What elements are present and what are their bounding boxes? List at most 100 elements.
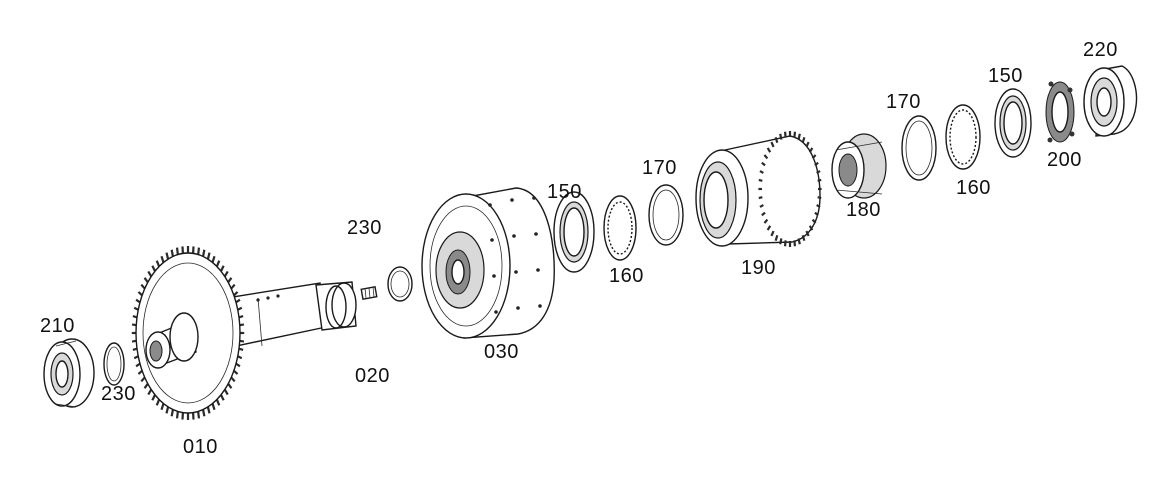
gear-tooth (206, 406, 211, 414)
part-170-disc-right[interactable] (901, 115, 937, 181)
label-190: 190 (741, 257, 776, 279)
gear-tooth (223, 389, 229, 396)
gear-tooth (808, 147, 814, 153)
drum-hole (514, 270, 518, 274)
gear-tooth (227, 277, 233, 283)
gear-tooth (147, 389, 153, 396)
gear-tooth (147, 270, 153, 277)
gear-tooth (811, 154, 817, 160)
gear-tooth (202, 249, 206, 257)
part-160-disc-left[interactable] (603, 195, 637, 261)
label-180: 180 (846, 199, 881, 221)
gear-tooth (215, 260, 221, 267)
drum-hole (512, 234, 516, 238)
drum-hole (538, 304, 542, 308)
gear-tooth (761, 211, 766, 217)
part-030-clutch-drum[interactable] (421, 187, 555, 339)
gear-tooth (817, 178, 822, 182)
gear-tooth (816, 204, 821, 208)
label-030: 030 (484, 341, 519, 363)
drum-hole (536, 268, 540, 272)
part-020-pin[interactable] (360, 286, 378, 300)
gear-tooth (801, 137, 806, 143)
gear-tooth (774, 235, 779, 241)
part-210-bearing[interactable] (43, 338, 95, 408)
gear-tooth (160, 255, 165, 263)
label-220: 220 (1083, 39, 1118, 61)
gear-tooth (220, 265, 225, 272)
label-020: 020 (355, 365, 390, 387)
gear-tooth (175, 247, 179, 255)
part-150-washer-right[interactable] (994, 88, 1032, 158)
part-010-gear-shaft[interactable] (131, 246, 357, 420)
label-200: 200 (1047, 149, 1082, 171)
gear-tooth (215, 399, 221, 406)
drum-hole (516, 306, 520, 310)
drum-hole (488, 203, 492, 207)
gear-tooth (165, 252, 170, 260)
gear-tooth (779, 133, 783, 140)
gear-tooth (766, 225, 772, 231)
gear-tooth (197, 247, 201, 255)
gear-tooth (808, 225, 814, 231)
part-200-lock-ring[interactable] (1045, 81, 1075, 143)
gear-tooth (175, 411, 179, 419)
label-210: 210 (40, 315, 75, 337)
gear-tooth (220, 394, 225, 401)
gear-tooth (817, 196, 822, 200)
gear-tooth (770, 141, 775, 148)
gear-tooth (227, 383, 233, 389)
label-170-right: 170 (886, 91, 921, 113)
gear-tooth (143, 383, 149, 389)
gear-tooth (797, 238, 801, 245)
gear-tooth (759, 204, 764, 208)
label-230-left: 230 (101, 383, 136, 405)
gear-tooth (151, 394, 156, 401)
gear-tooth (155, 399, 161, 406)
gear-tooth (774, 137, 779, 143)
gear-tooth (758, 196, 763, 200)
gear-tooth (763, 154, 769, 160)
gear-tooth (805, 141, 810, 148)
label-170-left: 170 (642, 157, 677, 179)
gear-tooth (165, 406, 170, 414)
gear-tooth (783, 240, 787, 247)
gear-tooth (801, 235, 806, 241)
gear-tooth (814, 211, 819, 217)
drum-hole (534, 232, 538, 236)
gear-tooth (206, 252, 211, 260)
gear-tooth (143, 277, 149, 283)
part-150-washer-left[interactable] (553, 191, 595, 273)
gear-tooth (793, 240, 797, 247)
drum-hole (492, 274, 496, 278)
part-160-disc-right[interactable] (945, 104, 981, 170)
gear-tooth (202, 409, 206, 417)
gear-tooth (223, 270, 229, 277)
gear-tooth (211, 403, 216, 411)
gear-tooth (758, 178, 763, 182)
gear-tooth (816, 170, 821, 174)
gear-tooth (793, 131, 797, 138)
part-180-bearing-cage[interactable] (831, 133, 887, 199)
drum-hole (494, 310, 498, 314)
part-230-snap-ring-left[interactable] (103, 342, 125, 386)
label-160-left: 160 (609, 265, 644, 287)
gear-tooth (779, 238, 783, 245)
part-220-bearing[interactable] (1083, 65, 1138, 137)
drum-hole (510, 198, 514, 202)
drum-hole (490, 238, 494, 242)
gear-tooth (797, 133, 801, 140)
gear-tooth (783, 131, 787, 138)
gear-tooth (170, 409, 174, 417)
part-170-disc-left[interactable] (648, 184, 684, 246)
gear-tooth (770, 230, 775, 237)
gear-tooth (160, 403, 165, 411)
part-230-snap-ring-right[interactable] (387, 266, 413, 302)
gear-tooth (155, 260, 161, 267)
gear-tooth (763, 218, 769, 224)
label-150-left: 150 (547, 181, 582, 203)
part-190-gear[interactable] (695, 131, 822, 247)
gear-tooth (211, 255, 216, 263)
gear-tooth (151, 265, 156, 272)
